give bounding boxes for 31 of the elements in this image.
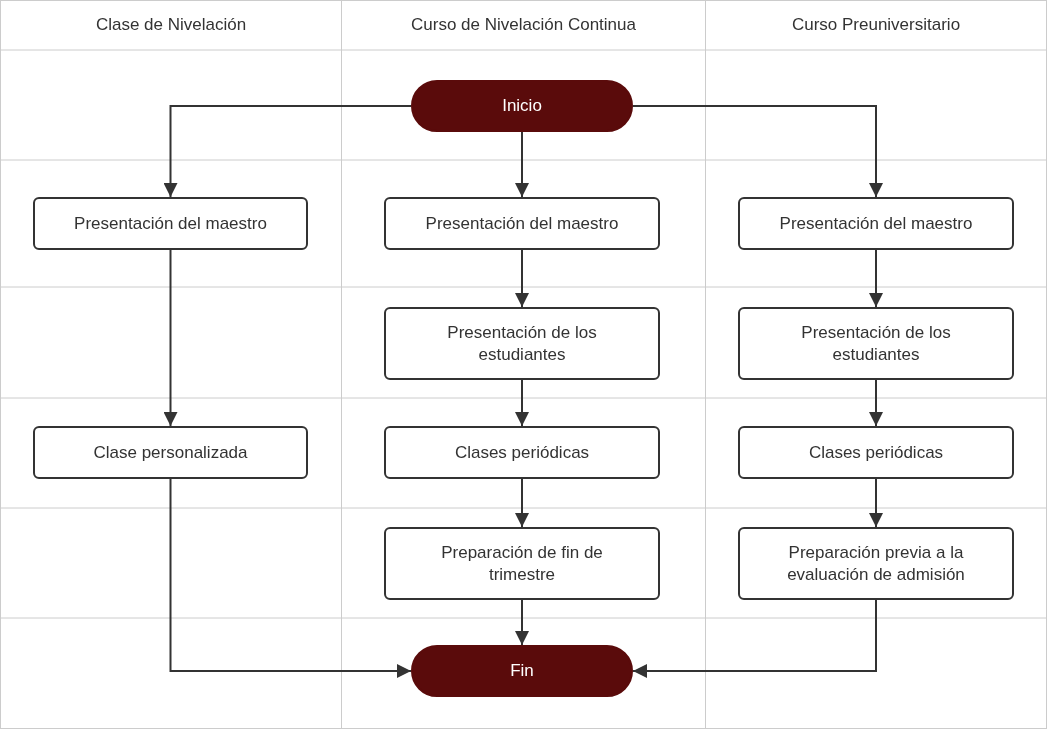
arrow <box>632 105 883 198</box>
swimlane <box>341 0 706 729</box>
lane-header: Curso de Nivelación Continua <box>410 15 637 35</box>
arrow <box>515 249 529 308</box>
lane-header: Clase de Nivelación <box>94 15 248 35</box>
process-box: Presentación del maestro <box>33 197 308 250</box>
terminal-pill: Fin <box>411 645 633 697</box>
process-box: Clase personalizada <box>33 426 308 479</box>
terminal-pill: Inicio <box>411 80 633 132</box>
swimlane <box>0 0 342 729</box>
arrow <box>869 379 883 427</box>
arrow <box>515 131 529 198</box>
arrow <box>163 105 412 198</box>
arrow <box>169 478 412 678</box>
lane-header: Curso Preuniversitario <box>790 15 962 35</box>
arrow <box>163 249 178 427</box>
process-box: Presentación del maestro <box>384 197 660 250</box>
process-box: Preparación de fin de trimestre <box>384 527 660 600</box>
process-box: Clases periódicas <box>384 426 660 479</box>
process-box: Preparación previa a la evaluación de admisión <box>738 527 1014 600</box>
process-box: Presentación del maestro <box>738 197 1014 250</box>
process-box: Presentación de los estudiantes <box>384 307 660 380</box>
arrow <box>632 599 877 678</box>
process-box: Clases periódicas <box>738 426 1014 479</box>
arrow <box>515 478 529 528</box>
swimlane <box>705 0 1047 729</box>
arrow <box>515 379 529 427</box>
arrow <box>515 599 529 646</box>
arrow <box>869 478 883 528</box>
arrow <box>869 249 883 308</box>
process-box: Presentación de los estudiantes <box>738 307 1014 380</box>
